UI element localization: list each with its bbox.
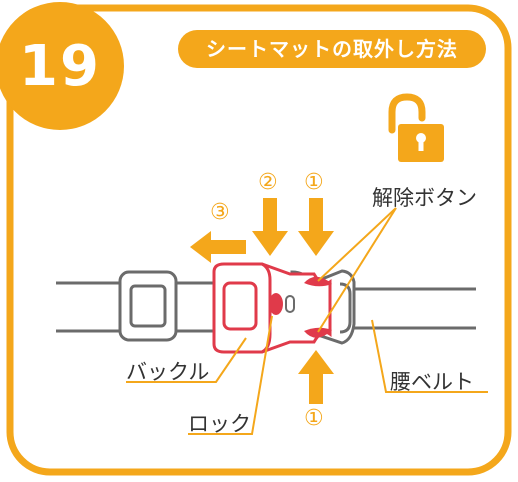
unlocked-padlock-icon (388, 93, 444, 162)
page-title: シートマットの取外し方法 (178, 30, 486, 68)
label-lock: ロック (188, 412, 251, 436)
arrow-left (190, 231, 246, 263)
lock-slot (285, 295, 295, 313)
arrow-down-right (298, 198, 334, 256)
leader-lines (126, 207, 488, 435)
marker-arrow-left: ③ (210, 200, 230, 225)
marker-arrow-up: ① (304, 406, 324, 431)
strap-adjuster (118, 270, 178, 342)
step-number: 19 (19, 34, 101, 99)
waist-belt (350, 287, 476, 330)
label-buckle: バックル (126, 360, 210, 384)
lock-pin (269, 293, 283, 315)
step-badge (0, 2, 124, 130)
release-button-top (304, 276, 332, 287)
arrow-up (298, 350, 334, 404)
arrow-down-left (252, 198, 288, 256)
marker-arrow-down-right: ① (304, 170, 324, 195)
marker-arrow-down-left: ② (258, 170, 278, 195)
label-release-button: 解除ボタン (372, 186, 477, 210)
label-waist-belt: 腰ベルト (390, 370, 474, 394)
release-button-bottom (304, 327, 332, 338)
